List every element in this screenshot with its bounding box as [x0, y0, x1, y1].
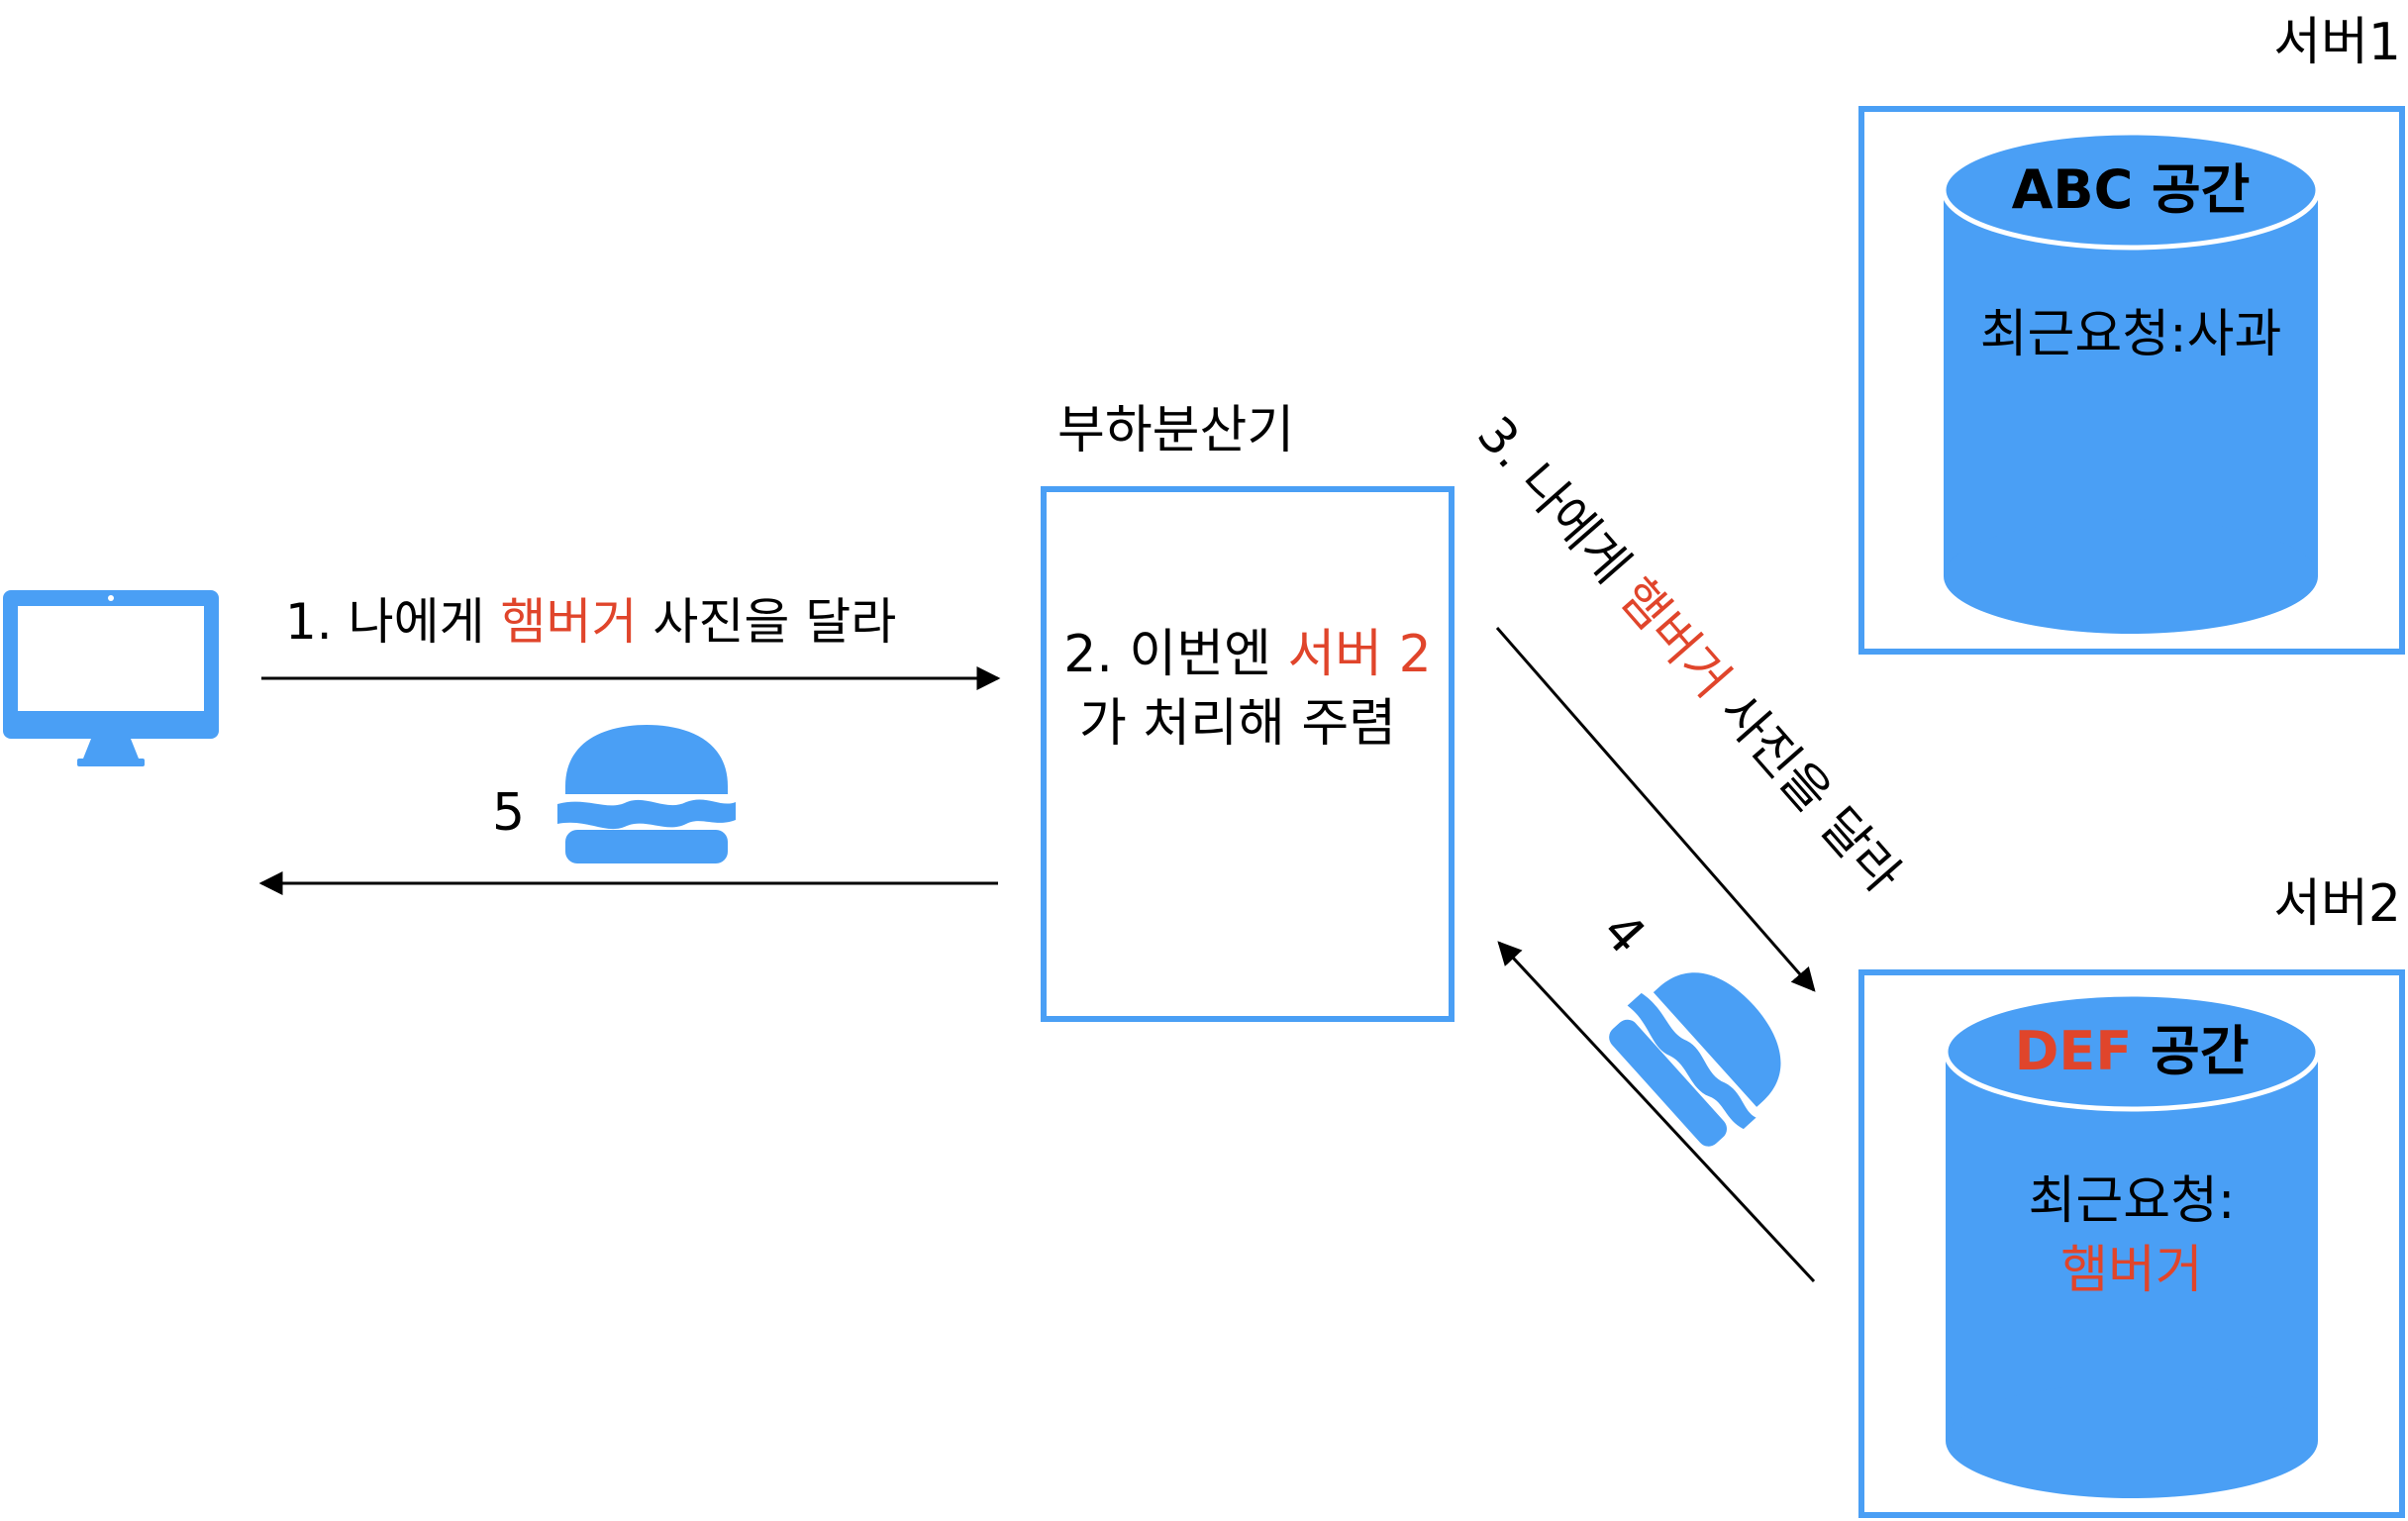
server1-db-name: ABC 공간	[2012, 158, 2251, 221]
reply-arrow	[1497, 941, 1816, 1283]
server2-recent-label: 최근요청:	[2029, 1171, 2236, 1231]
server2-recent-value: 햄버거	[2060, 1241, 2203, 1300]
load-balancer-title: 부하분산기	[1057, 401, 1294, 460]
forward-arrow	[1495, 627, 1816, 992]
monitor-icon	[3, 590, 219, 766]
server1-title: 서버1	[2273, 13, 2401, 72]
load-balancer-line1: 2. 이번엔 서버 2	[1063, 625, 1432, 684]
load-balancer-box	[1041, 486, 1455, 1022]
hamburger-icon	[557, 725, 736, 863]
request-label: 1. 나에게 햄버거 사진을 달라	[285, 593, 896, 651]
response-number: 5	[492, 783, 525, 843]
server2-box	[1858, 969, 2405, 1518]
server2-db-name: DEF 공간	[2015, 1020, 2250, 1082]
server1-recent-request: 최근요청:사과	[1980, 305, 2282, 364]
server1-box	[1858, 106, 2405, 655]
reply-number: 4	[1590, 902, 1656, 966]
server2-database	[1943, 991, 2321, 1498]
server1-database	[1941, 130, 2321, 634]
load-balancer-line2: 가 처리해 주렴	[1079, 694, 1396, 754]
server2-title: 서버2	[2273, 874, 2401, 934]
hamburger-icon	[1599, 942, 1811, 1158]
forward-label: 3. 나에게 햄버거 사진을 달라	[1466, 406, 1912, 904]
